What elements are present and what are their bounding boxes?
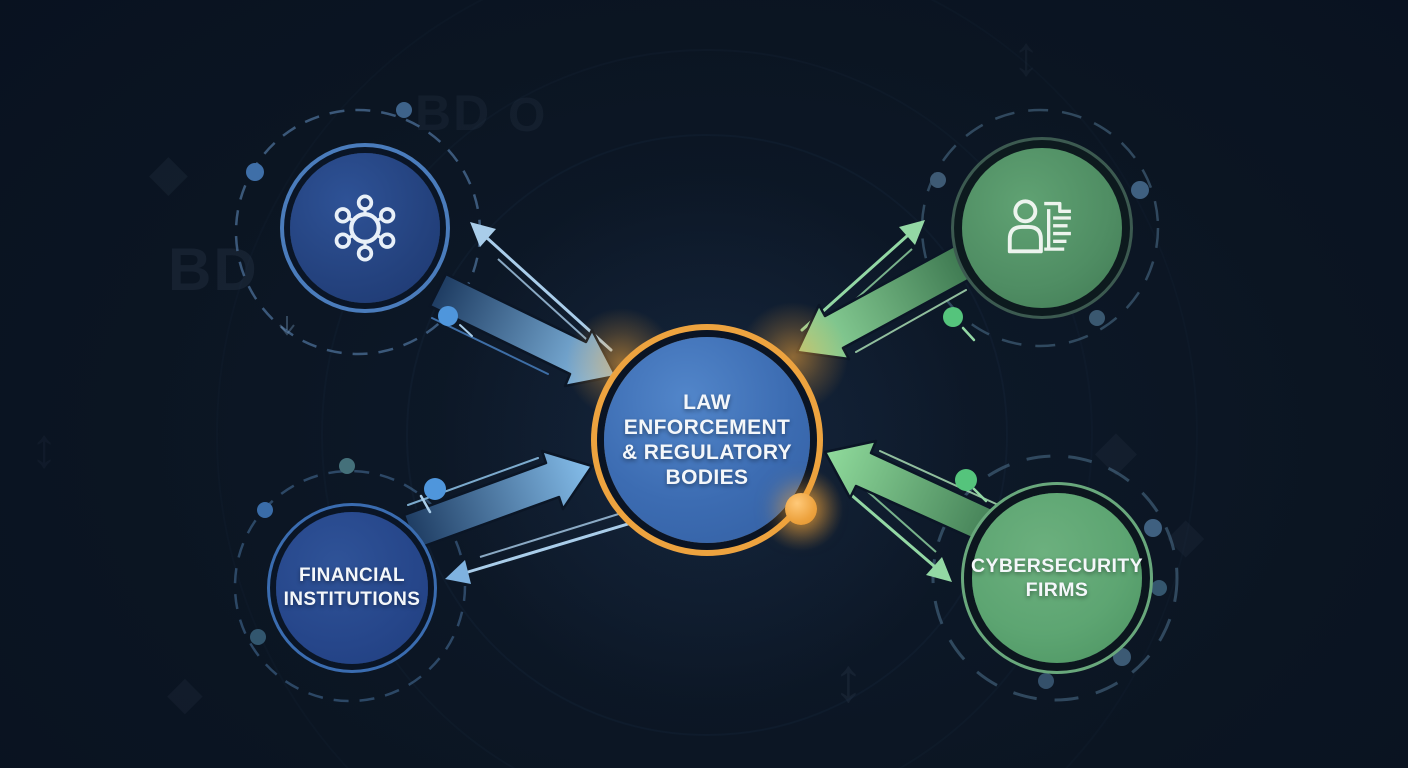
orbit-bottom-left bbox=[233, 469, 467, 703]
thin-return-arrow-center-to-bottom-left bbox=[445, 511, 650, 584]
node-law-enforcement: LAW ENFORCEMENT & REGULATORY BODIES bbox=[604, 337, 810, 543]
center-node-label: LAW ENFORCEMENT & REGULATORY BODIES bbox=[621, 390, 793, 490]
diamond-icon: ◆ bbox=[168, 669, 204, 718]
person-report-icon bbox=[1007, 199, 1071, 254]
updown-arrow-icon: ↕ bbox=[30, 416, 60, 479]
node-financial-institutions: FINANCIAL INSTITUTIONS bbox=[276, 512, 428, 664]
watermark-circle: O bbox=[508, 89, 548, 142]
dot-tick-lines bbox=[419, 324, 988, 514]
updown-arrow-icon: ↕ bbox=[833, 646, 866, 715]
cybersecurity-firms-label: CYBERSECURITY FIRMS bbox=[970, 554, 1144, 601]
decorative-dots bbox=[246, 102, 1167, 689]
thin-return-arrow-center-to-bottom-right bbox=[847, 489, 952, 582]
node-cybersecurity-firms: CYBERSECURITY FIRMS bbox=[970, 493, 1144, 663]
watermark-bd-small: BD bbox=[415, 85, 492, 141]
orbit-bottom-right bbox=[931, 454, 1179, 702]
orbit-top-right bbox=[920, 108, 1160, 348]
diamond-icon: ◆ bbox=[1168, 509, 1206, 561]
updown-arrow-icon: ↕ bbox=[1012, 24, 1042, 87]
node-analyst-report bbox=[962, 148, 1122, 308]
diamond-icon: ◆ bbox=[150, 147, 189, 200]
diamond-icon: ◆ bbox=[1096, 422, 1138, 480]
dashed-orbit-rings bbox=[233, 108, 1179, 703]
small-down-arrow-icon bbox=[279, 316, 295, 336]
network-hub-icon bbox=[334, 194, 396, 262]
background-arcs bbox=[216, 0, 1198, 768]
node-network-hub bbox=[290, 153, 440, 303]
orange-ring-dot bbox=[785, 493, 817, 525]
financial-institutions-label: FINANCIAL INSTITUTIONS bbox=[283, 565, 421, 610]
thick-arrow-bottom-left-to-center bbox=[402, 449, 594, 551]
thick-arrow-bottom-right-to-center bbox=[823, 439, 1012, 551]
